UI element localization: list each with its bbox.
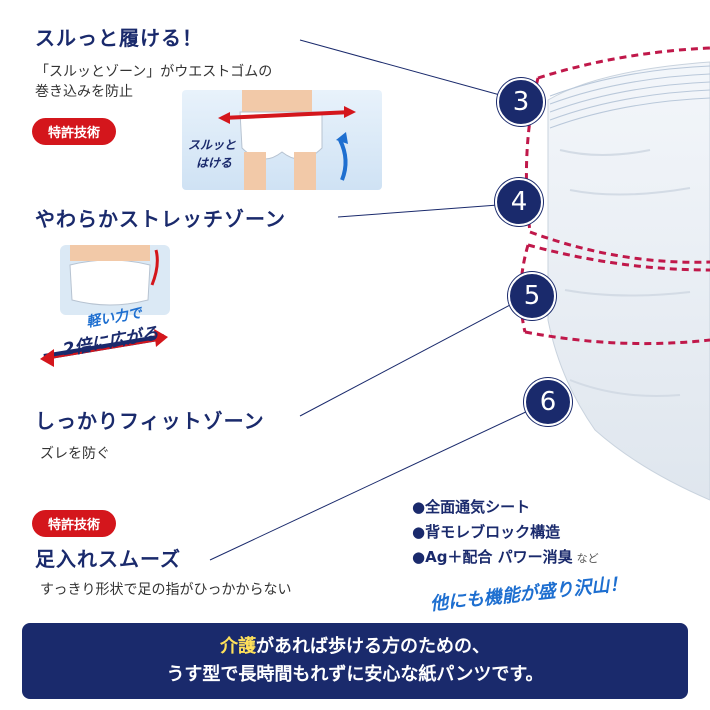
- footer-banner: 介護があれば歩ける方のための、 うす型で長時間もれずに安心な紙パンツです。: [22, 623, 688, 699]
- section1-image-caption-1: スルッと: [188, 138, 237, 152]
- section4-patent-badge: 特許技術: [32, 510, 117, 537]
- marker-3: 3: [497, 78, 545, 126]
- section1-image-caption-2: はける: [196, 156, 233, 170]
- section1-sub-line2: 巻き込みを防止: [35, 84, 133, 100]
- feature-item-3-suffix: など: [576, 552, 599, 565]
- footer-line-1: 介護があれば歩ける方のための、: [22, 633, 688, 661]
- section1-sub-line1: 「スルッとゾーン」がウエストゴムの: [35, 64, 273, 80]
- feature-item-3: ●Ag＋配合 パワー消臭など: [412, 545, 599, 571]
- marker-6: 6: [524, 378, 572, 426]
- feature-item-2: ●背モレブロック構造: [412, 523, 561, 541]
- section2-image: 軽い力で 2倍に広がる: [40, 245, 170, 385]
- section4-sub: すっきり形状で足の指がひっかからない: [40, 582, 292, 598]
- section4-title: 足入れスムーズ: [35, 547, 181, 571]
- section2-title: やわらかストレッチゾーン: [35, 207, 286, 231]
- section1-image: スルッと はける: [182, 90, 382, 190]
- section3-sub: ズレを防ぐ: [40, 446, 110, 462]
- footer-line-1-rest: があれば歩ける方のための、: [256, 636, 490, 657]
- footer-line-2: うす型で長時間もれずに安心な紙パンツです。: [166, 664, 544, 685]
- feature-item-3-text: ●Ag＋配合 パワー消臭: [412, 548, 573, 566]
- section3-title: しっかりフィットゾーン: [35, 409, 265, 433]
- stretch-illustration: [40, 245, 170, 367]
- section1-title: スルっと履ける！: [35, 26, 203, 50]
- pants-wearing-illustration: [218, 90, 356, 190]
- feature-item-1: ●全面通気シート: [412, 498, 531, 516]
- footer-highlight: 介護: [220, 636, 256, 657]
- marker-5: 5: [508, 272, 556, 320]
- section1-patent-badge: 特許技術: [32, 118, 117, 145]
- marker-4: 4: [495, 178, 543, 226]
